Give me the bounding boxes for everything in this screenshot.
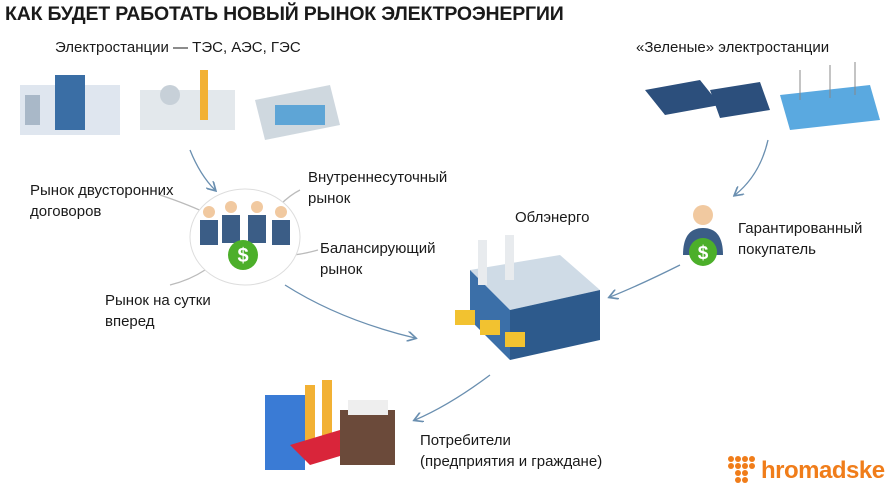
power-plants-icons — [20, 70, 340, 140]
label-line: Внутреннесуточный — [308, 169, 448, 186]
consumers-label: Потребители (предприятия и граждане) — [420, 430, 602, 472]
label-line: Гарантированный — [738, 220, 863, 237]
label-line: Рынок на сутки — [105, 292, 211, 309]
arrow-green-to-buyer — [735, 139, 769, 195]
oblenergo-label: Облэнерго — [515, 209, 590, 226]
consumers-buildings — [265, 380, 395, 470]
guaranteed-buyer-label: Гарантированный покупатель — [738, 218, 862, 260]
label-line: Рынок двусторонних — [30, 182, 174, 199]
label-line: Потребители — [420, 432, 511, 449]
label-line: рынок — [320, 261, 363, 278]
page-title: КАК БУДЕТ РАБОТАТЬ НОВЫЙ РЫНОК ЭЛЕКТРОЭН… — [5, 3, 564, 25]
bilateral-market-label: Рынок двусторонних договоров — [30, 180, 174, 222]
label-line: (предприятия и граждане) — [420, 453, 603, 470]
arrow-oblenergo-to-consumers — [415, 374, 491, 420]
svg-text:$: $ — [237, 245, 248, 267]
arrow-plants-to-market — [189, 149, 215, 190]
balancing-market-label: Балансирующий рынок — [320, 238, 435, 280]
label-line: договоров — [30, 203, 102, 220]
logo-dots-icon — [728, 456, 755, 483]
arrow-buyer-to-oblenergo — [610, 264, 681, 297]
hromadske-logo: hromadske — [727, 455, 885, 487]
arrows — [159, 139, 769, 420]
green-plants-icons — [645, 62, 880, 130]
label-line: Балансирующий — [320, 240, 436, 257]
guaranteed-buyer: $ — [683, 205, 723, 266]
market-participants: $ — [189, 188, 301, 286]
arrow-market-to-oblenergo — [284, 284, 415, 338]
green-plants-label: «Зеленые» электростанции — [636, 39, 830, 56]
label-line: покупатель — [738, 241, 816, 258]
plants-label: Электростанции — ТЭС, АЭС, ГЭС — [55, 39, 301, 56]
intraday-market-label: Внутреннесуточный рынок — [308, 167, 447, 209]
oblenergo-building — [455, 235, 600, 360]
logo-text: hromadske — [761, 457, 885, 484]
label-line: рынок — [308, 190, 351, 207]
day-ahead-market-label: Рынок на сутки вперед — [105, 290, 211, 332]
label-line: вперед — [105, 313, 155, 330]
svg-text:$: $ — [698, 243, 709, 264]
